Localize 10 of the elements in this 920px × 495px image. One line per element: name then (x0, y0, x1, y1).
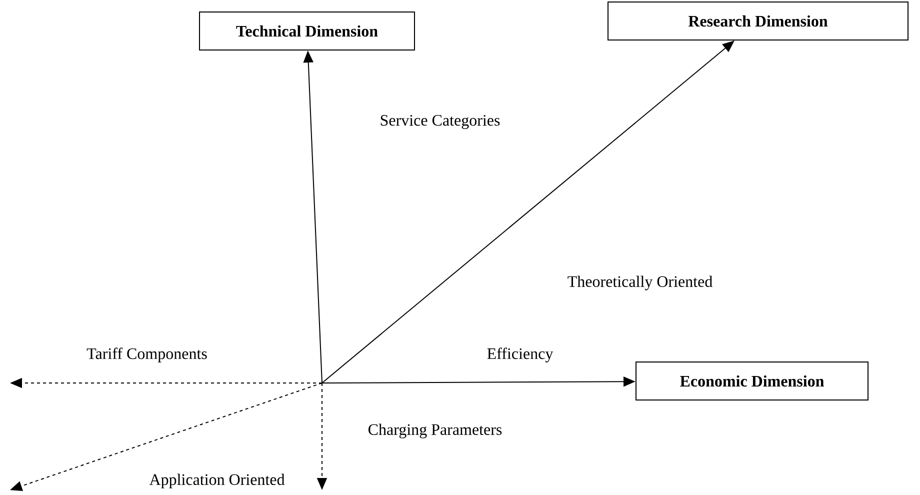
edge-label: Theoretically Oriented (568, 276, 712, 290)
dimension-box: Technical Dimension (199, 12, 415, 50)
dimension-box: Economic Dimension (636, 362, 869, 400)
dimension-box: Research Dimension (608, 2, 909, 40)
edge-label: Efficiency (487, 348, 554, 362)
edge-label: Service Categories (380, 114, 500, 130)
axis-label: Charging Parameters (368, 424, 502, 438)
arrow (322, 40, 734, 384)
axis-label: Tariff Components (86, 348, 207, 362)
axis-label: Application Oriented (149, 474, 285, 488)
